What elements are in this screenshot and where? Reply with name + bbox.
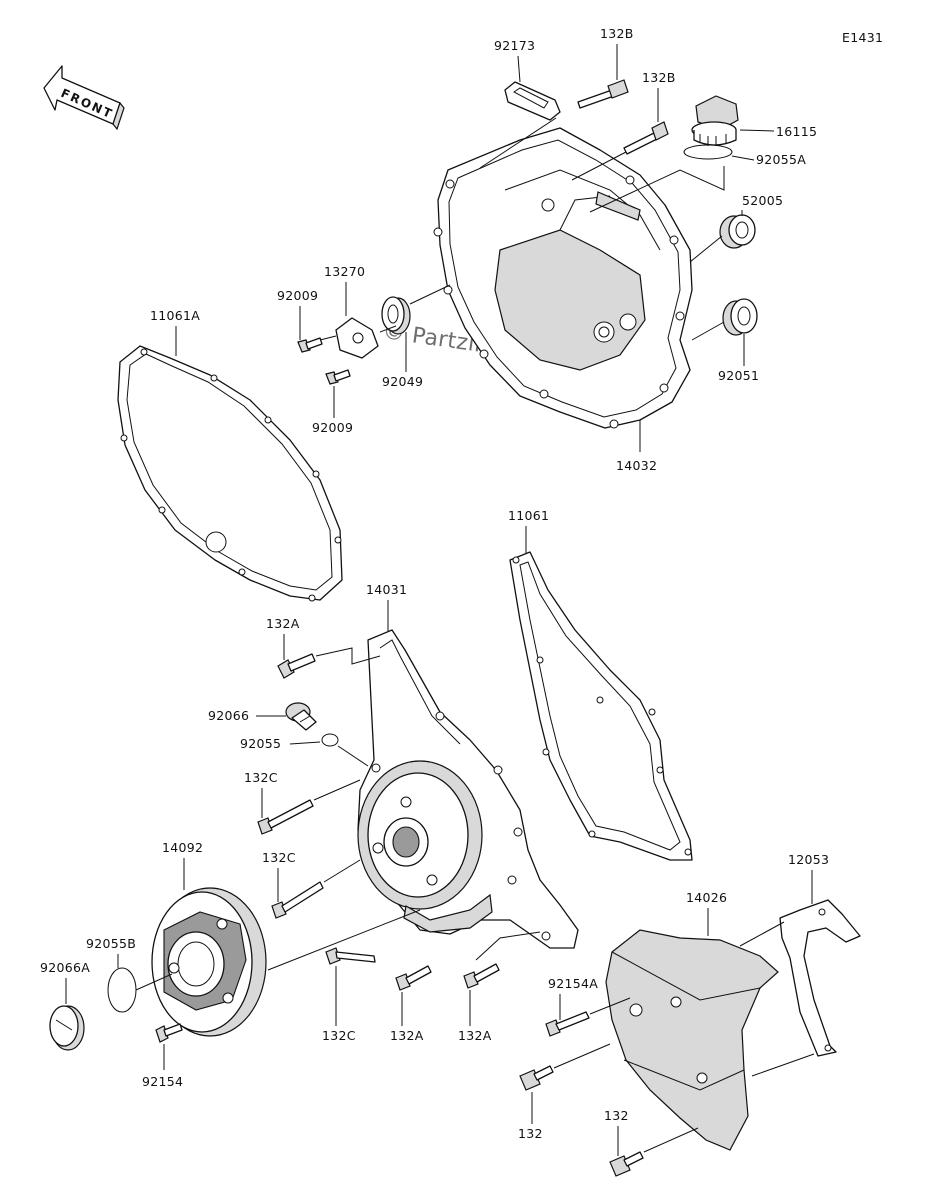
label-14092: 14092 bbox=[162, 840, 203, 855]
label-92009-1: 92009 bbox=[277, 288, 318, 303]
gasket-11061 bbox=[509, 551, 693, 861]
label-92066: 92066 bbox=[208, 708, 249, 723]
bolt-92154 bbox=[155, 1023, 183, 1043]
bolt-92154A bbox=[545, 1011, 590, 1037]
label-92154A: 92154A bbox=[548, 976, 598, 991]
label-11061A: 11061A bbox=[150, 308, 200, 323]
label-92066A: 92066A bbox=[40, 960, 90, 975]
oring-92055B bbox=[107, 967, 137, 1013]
label-14026: 14026 bbox=[686, 890, 727, 905]
bracket-12053 bbox=[779, 899, 861, 1057]
label-92173: 92173 bbox=[494, 38, 535, 53]
bolt-132A-lower-right bbox=[463, 963, 500, 989]
seal-52005 bbox=[719, 214, 756, 249]
label-132B-1: 132B bbox=[600, 26, 634, 41]
bolt-132-lower bbox=[609, 1151, 644, 1177]
plate-92173 bbox=[504, 81, 561, 121]
label-92009-2: 92009 bbox=[312, 420, 353, 435]
bolt-92009-lower bbox=[325, 369, 351, 385]
filler-cap-16115 bbox=[691, 95, 739, 146]
sprocket-cover-14026 bbox=[605, 929, 779, 1151]
oring-92055 bbox=[321, 733, 339, 747]
bolt-132B-upper bbox=[577, 79, 629, 109]
bolt-132B-lower bbox=[623, 121, 669, 155]
label-132A-2: 132A bbox=[390, 1028, 424, 1043]
label-132-2: 132 bbox=[604, 1108, 629, 1123]
bolt-132C-lower bbox=[325, 947, 376, 965]
label-92154: 92154 bbox=[142, 1074, 183, 1089]
label-132A-3: 132A bbox=[458, 1028, 492, 1043]
label-132C-1: 132C bbox=[244, 770, 278, 785]
label-92055: 92055 bbox=[240, 736, 281, 751]
label-132B-2: 132B bbox=[642, 70, 676, 85]
plug-92066 bbox=[285, 702, 317, 731]
clutch-cover-14032 bbox=[433, 127, 693, 429]
label-13270: 13270 bbox=[324, 264, 365, 279]
label-132C-2: 132C bbox=[262, 850, 296, 865]
bolt-132-upper bbox=[519, 1065, 554, 1091]
bolt-132A-upper bbox=[277, 653, 316, 679]
bolt-132C-middle bbox=[271, 881, 324, 919]
label-92055B: 92055B bbox=[86, 936, 136, 951]
label-92049: 92049 bbox=[382, 374, 423, 389]
label-16115: 16115 bbox=[776, 124, 817, 139]
diagram-code: E1431 bbox=[842, 30, 883, 45]
bolt-132A-lower-left bbox=[395, 965, 432, 991]
label-14031: 14031 bbox=[366, 582, 407, 597]
bolt-92009-upper bbox=[297, 337, 323, 353]
label-12053: 12053 bbox=[788, 852, 829, 867]
oring-92055A bbox=[683, 144, 733, 160]
seal-92051 bbox=[722, 298, 758, 336]
label-92055A: 92055A bbox=[756, 152, 806, 167]
front-arrow-icon: FRONT bbox=[43, 65, 125, 131]
label-52005: 52005 bbox=[742, 193, 783, 208]
label-14032: 14032 bbox=[616, 458, 657, 473]
cover-14092 bbox=[151, 887, 267, 1037]
gasket-11061A bbox=[117, 345, 343, 602]
seal-92049 bbox=[381, 296, 411, 335]
label-11061: 11061 bbox=[508, 508, 549, 523]
cap-92066A bbox=[49, 1005, 85, 1051]
label-132-1: 132 bbox=[518, 1126, 543, 1141]
bolt-132C-upper bbox=[257, 799, 314, 835]
label-132C-3: 132C bbox=[322, 1028, 356, 1043]
generator-cover-14031 bbox=[357, 629, 579, 949]
plate-13270 bbox=[335, 317, 379, 359]
label-132A-1: 132A bbox=[266, 616, 300, 631]
label-92051: 92051 bbox=[718, 368, 759, 383]
